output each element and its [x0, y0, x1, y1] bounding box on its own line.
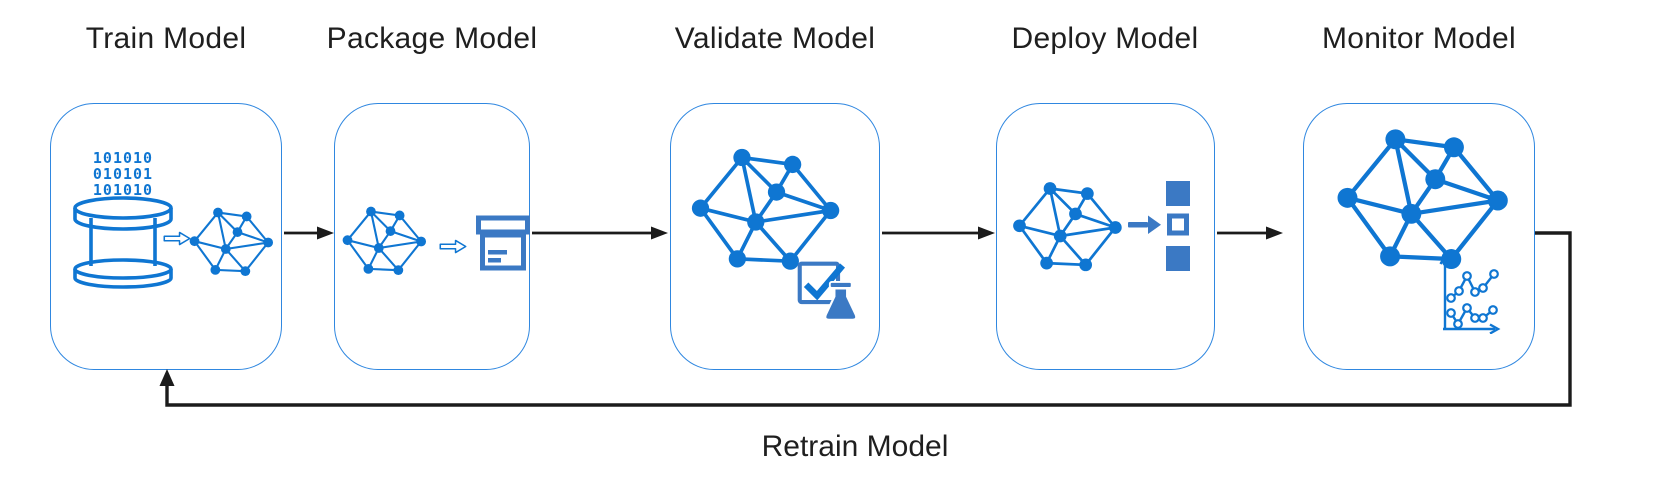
- stage-box-train: 101010 010101 101010: [50, 103, 282, 370]
- network-model-icon: [1011, 180, 1123, 275]
- binary-digits-row: 101010: [93, 181, 153, 199]
- stage-label-monitor: Monitor Model: [1322, 22, 1516, 55]
- line-chart-icon: [1439, 253, 1501, 334]
- deploy-arrow-icon: [1128, 215, 1161, 234]
- stage-box-deploy: [996, 103, 1215, 370]
- stage-box-package: [334, 103, 530, 370]
- flow-arrow-icon: [163, 230, 191, 247]
- training-data-database-icon: 101010 010101 101010: [73, 149, 173, 289]
- binary-digits-row: 010101: [93, 165, 153, 183]
- feedback-label: Retrain Model: [761, 430, 949, 463]
- connector-arrow-package-to-validate: [532, 226, 668, 240]
- connector-arrow-deploy-to-monitor: [1217, 226, 1283, 240]
- network-model-icon: [689, 146, 841, 275]
- validation-check-flask-icon: [797, 261, 858, 321]
- binary-digits-row: 101010: [93, 149, 153, 167]
- connector-arrow-validate-to-deploy: [882, 226, 995, 240]
- connector-arrow-train-to-package: [284, 226, 334, 240]
- stage-label-train: Train Model: [85, 22, 247, 55]
- flow-arrow-icon: [439, 238, 467, 255]
- stage-label-validate: Validate Model: [674, 22, 876, 55]
- stacked-modules-icon: [1166, 181, 1190, 271]
- package-box-icon: [476, 215, 530, 271]
- network-model-icon: [341, 205, 427, 278]
- network-model-icon: [188, 206, 274, 279]
- stage-box-monitor: [1303, 103, 1535, 370]
- stage-box-validate: [670, 103, 880, 370]
- stage-label-deploy: Deploy Model: [1011, 22, 1199, 55]
- stage-label-package: Package Model: [326, 22, 538, 55]
